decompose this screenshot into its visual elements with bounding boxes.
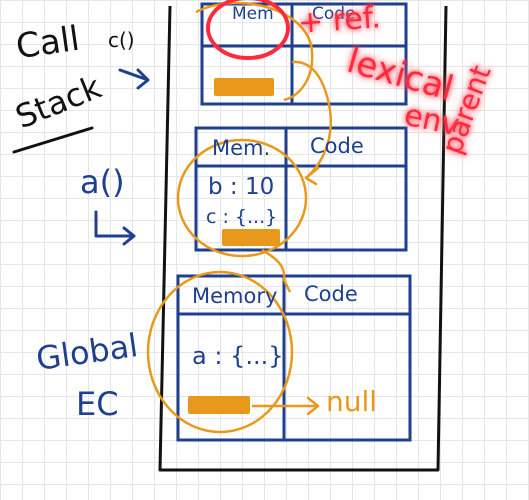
global-memory-label: Memory <box>192 284 278 308</box>
middle-memory-label: Mem. <box>212 136 271 160</box>
stack-underline <box>12 126 94 154</box>
middle-var-c: c : {...} <box>206 206 278 228</box>
a-call-label: a() <box>80 163 125 201</box>
top-to-middle-orange-arrow <box>291 60 333 179</box>
global-code-label: Code <box>304 282 358 306</box>
c-call-arrow <box>118 68 150 90</box>
top-frame-orange-loop <box>195 1 314 102</box>
red-ref-note: + ref. <box>296 0 382 41</box>
global-to-null-arrowhead <box>306 396 320 416</box>
a-call-arrow <box>94 210 136 246</box>
global-frame-box <box>176 274 412 442</box>
middle-frame-box <box>194 126 408 252</box>
null-label: null <box>326 385 378 418</box>
middle-code-label: Code <box>310 134 364 158</box>
top-frame-orange-ref <box>214 78 274 96</box>
top-to-middle-arrowhead <box>304 166 320 186</box>
ec-label: EC <box>76 385 119 423</box>
top-frame-box <box>200 2 408 106</box>
c-call-label: c() <box>108 28 135 52</box>
middle-frame-orange-ref <box>222 229 280 246</box>
global-var-a: a : {...} <box>192 342 284 370</box>
global-memory-orange-circle <box>146 270 294 434</box>
red-highlight-circle <box>206 0 290 60</box>
middle-memory-orange-circle <box>176 138 308 258</box>
top-memory-label: Mem <box>232 4 274 24</box>
call-label: Call <box>13 18 82 68</box>
middle-to-global-orange-arrow <box>261 248 292 293</box>
call-stack-outline <box>158 5 448 472</box>
top-code-label: Code <box>312 4 356 24</box>
global-frame-orange-ref <box>188 396 250 414</box>
middle-var-b: b : 10 <box>208 174 275 200</box>
